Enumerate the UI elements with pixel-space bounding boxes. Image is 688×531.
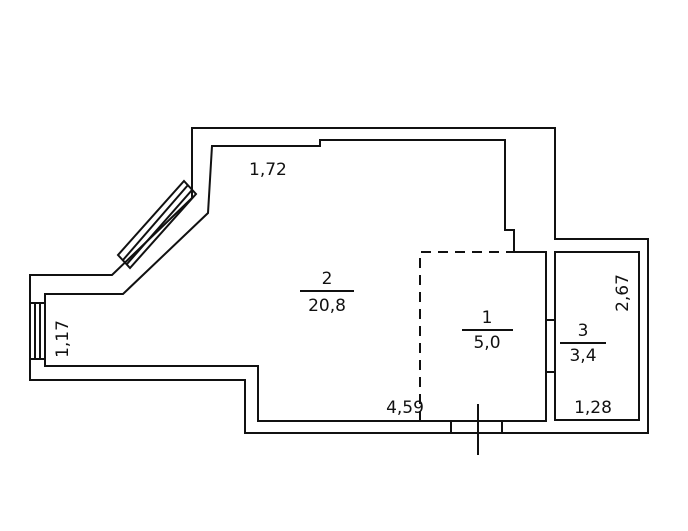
- dimension-right: 2,67: [613, 274, 633, 312]
- dimension-left: 1,17: [53, 320, 73, 358]
- dimension-room-3-width: 1,28: [574, 398, 612, 418]
- room-1-number: 1: [482, 308, 493, 328]
- window-diagonal-pane: [126, 189, 193, 265]
- dimension-top: 1,72: [249, 160, 287, 180]
- room-2-number: 2: [322, 269, 333, 289]
- room-3-outline: [554, 251, 640, 421]
- window-diagonal: [116, 179, 198, 270]
- inner-wall: [44, 139, 547, 422]
- window-left: [29, 302, 46, 360]
- room-1-area: 5,0: [473, 333, 500, 353]
- dimension-bottom: 4,59: [386, 398, 424, 418]
- zone-boundary-dashed: [419, 251, 514, 421]
- window-diagonal-pane: [122, 184, 189, 261]
- room-3-number: 3: [578, 321, 589, 341]
- room-3-area: 3,4: [569, 346, 596, 366]
- room-2-area: 20,8: [308, 296, 346, 316]
